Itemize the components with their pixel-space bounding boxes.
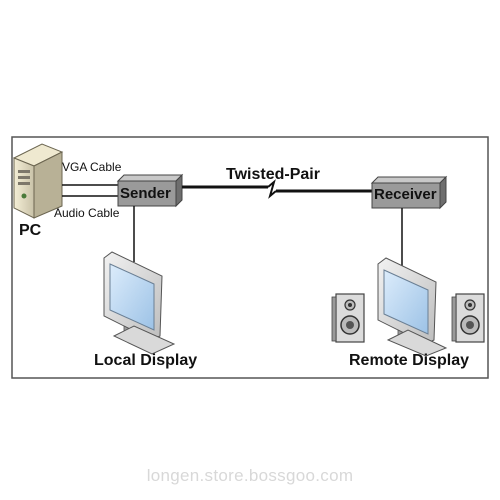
remote-monitor-icon xyxy=(377,257,448,357)
sender-box xyxy=(116,173,184,208)
right-speaker-icon xyxy=(451,293,485,343)
sender-label: Sender xyxy=(120,185,171,202)
watermark-text: longen.store.bossgoo.com xyxy=(146,466,354,485)
left-speaker-icon xyxy=(331,293,365,343)
local-monitor-icon xyxy=(103,251,176,355)
pc-label: PC xyxy=(19,222,42,239)
receiver-box xyxy=(370,175,448,210)
audio-cable-label: Audio Cable xyxy=(54,206,120,220)
pc-tower-icon xyxy=(12,143,64,219)
remote-display-label: Remote Display xyxy=(349,352,470,369)
vga-cable-label: VGA Cable xyxy=(62,160,122,174)
twisted-pair-label: Twisted-Pair xyxy=(226,166,320,183)
receiver-label: Receiver xyxy=(374,186,437,203)
twisted-pair-cable xyxy=(182,179,372,199)
local-display-label: Local Display xyxy=(94,352,198,369)
